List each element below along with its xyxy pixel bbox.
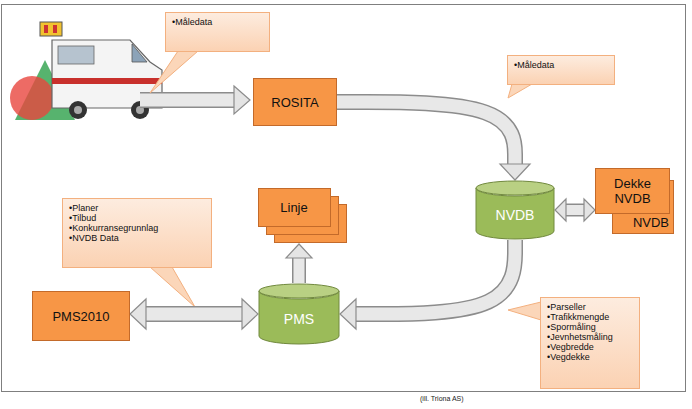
callout-tail xyxy=(150,267,195,307)
arrow-head xyxy=(242,299,258,329)
arrow-head xyxy=(234,86,250,114)
flow-arrow xyxy=(140,86,250,114)
callout-text: •NVDB Data xyxy=(69,233,205,243)
stack-front: Linje xyxy=(258,188,330,226)
arrow-body xyxy=(337,102,515,165)
process-box: PMS2010 xyxy=(32,291,130,341)
callout-tail xyxy=(508,302,541,320)
node-label: Dekke NVDB xyxy=(599,176,666,206)
node-label: ROSITA xyxy=(271,95,318,110)
arrow-body xyxy=(565,205,585,215)
arrow-head xyxy=(340,299,356,329)
arrow-body xyxy=(565,204,585,217)
flow-arrow xyxy=(337,102,530,180)
light xyxy=(53,25,57,33)
node-label: PMS2010 xyxy=(52,309,109,324)
arrow-body xyxy=(337,102,515,165)
cylinder-body xyxy=(259,291,339,344)
callout-note: •Måledata xyxy=(165,12,270,52)
node-label: Linje xyxy=(280,200,307,215)
cylinder-top xyxy=(476,181,554,195)
callout-text: •Måledata xyxy=(172,17,263,27)
callout-tail xyxy=(150,51,198,93)
flow-arrow xyxy=(286,244,312,283)
cylinder-body xyxy=(476,188,554,239)
node-label: PMS xyxy=(284,311,314,327)
arrow-head xyxy=(555,199,566,221)
callout-text: •Konkurransegrunnlag xyxy=(69,223,205,233)
light xyxy=(44,25,48,33)
flow-arrow xyxy=(555,199,595,221)
measurement-van xyxy=(10,22,162,120)
van-window xyxy=(132,44,147,62)
arrow-body xyxy=(355,240,515,314)
arrow-body xyxy=(292,257,306,283)
callout-text: •Spormåling xyxy=(547,322,633,332)
callout-text: •Parseller xyxy=(547,302,633,312)
frame xyxy=(2,5,686,392)
flow-arrow xyxy=(340,240,515,329)
callout-text: •Planer xyxy=(69,203,205,213)
wheel-hub xyxy=(74,106,82,114)
light-bar xyxy=(40,22,62,36)
arrow-body xyxy=(140,94,235,107)
stack-sheet xyxy=(259,189,331,227)
arrow-head xyxy=(584,199,595,221)
wheel xyxy=(69,101,87,119)
callout-text: •Tilbud xyxy=(69,213,205,223)
caption: (ill. Triona AS) xyxy=(420,395,464,402)
van-stripe xyxy=(52,78,162,84)
process-box: ROSITA xyxy=(253,78,337,126)
callout-text: •Vegdekke xyxy=(547,352,633,362)
database-cylinder: NVDB xyxy=(475,180,555,240)
callout-text: •Jevnhetsmåling xyxy=(547,332,633,342)
arrow-head xyxy=(500,164,530,180)
arrow-body xyxy=(140,92,234,108)
node-label: NVDB xyxy=(633,215,669,230)
callout-note: •Planer•Tilbud•Konkurransegrunnlag•NVDB … xyxy=(62,198,212,268)
callout-note: •Måledata xyxy=(507,55,615,85)
database-cylinder: PMS xyxy=(258,283,340,345)
callout-text: •Trafikkmengde xyxy=(547,312,633,322)
arrow-body xyxy=(145,306,243,322)
callout-note: •Parseller•Trafikkmengde•Spormåling•Jevn… xyxy=(540,297,640,389)
van-window xyxy=(58,46,94,64)
arrow-head xyxy=(130,299,146,329)
flow-arrow xyxy=(130,299,258,329)
arrow-body xyxy=(355,240,515,314)
database-box: Dekke NVDB xyxy=(595,168,670,214)
callout-text: •Måledata xyxy=(514,60,608,70)
sensor-beam xyxy=(10,76,54,120)
cylinder-top xyxy=(259,284,339,298)
callout-tail xyxy=(508,84,532,98)
arrow-head xyxy=(286,244,312,258)
node-label: NVDB xyxy=(496,207,535,223)
arrow-body xyxy=(145,308,243,321)
arrow-body xyxy=(294,257,305,283)
document-stack: Linje xyxy=(258,188,348,244)
stack-shape xyxy=(258,188,348,244)
callout-text: •Vegbredde xyxy=(547,342,633,352)
